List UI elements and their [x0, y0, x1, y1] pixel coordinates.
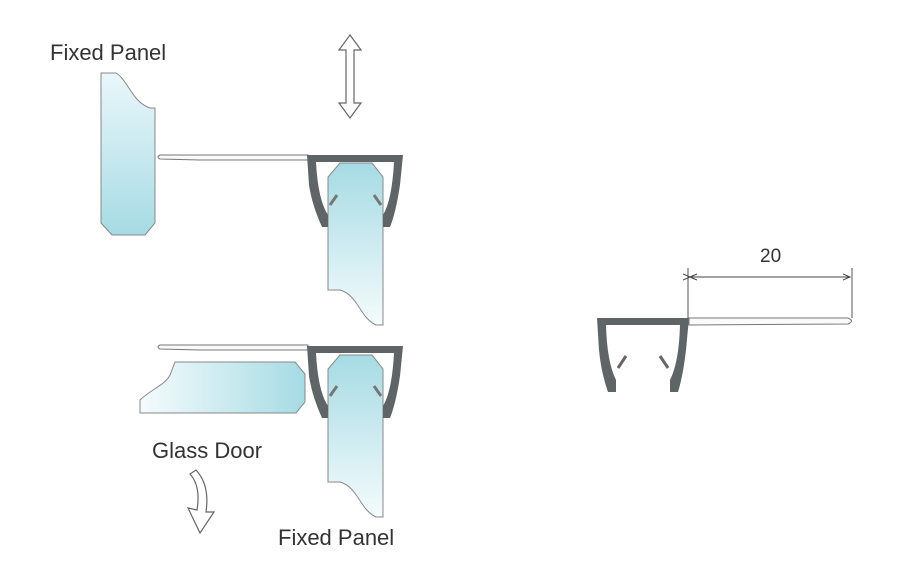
seal-fin-bottom — [157, 344, 309, 351]
dimension-value: 20 — [760, 246, 781, 267]
label-fixed-panel-top: Fixed Panel — [50, 40, 166, 65]
label-fixed-panel-bottom: Fixed Panel — [278, 525, 394, 550]
curved-arrow-icon — [186, 469, 216, 535]
glass-panel-vertical-top — [327, 162, 384, 326]
glass-door — [139, 361, 306, 414]
double-arrow-icon — [337, 33, 363, 120]
fixed-panel-glass-left — [100, 72, 156, 236]
seal-lips-top — [328, 194, 383, 206]
seal-lips-bottom — [328, 385, 383, 397]
u-channel-profile — [597, 318, 689, 392]
label-glass-door: Glass Door — [152, 438, 262, 463]
glass-panel-vertical-bottom — [327, 354, 384, 518]
dimension-arrow-left — [689, 273, 698, 281]
profile-lips — [616, 355, 670, 369]
seal-fin-top — [157, 154, 309, 161]
profile-fin — [688, 317, 852, 326]
seal-profile-dimensioned: 20 — [597, 246, 853, 392]
